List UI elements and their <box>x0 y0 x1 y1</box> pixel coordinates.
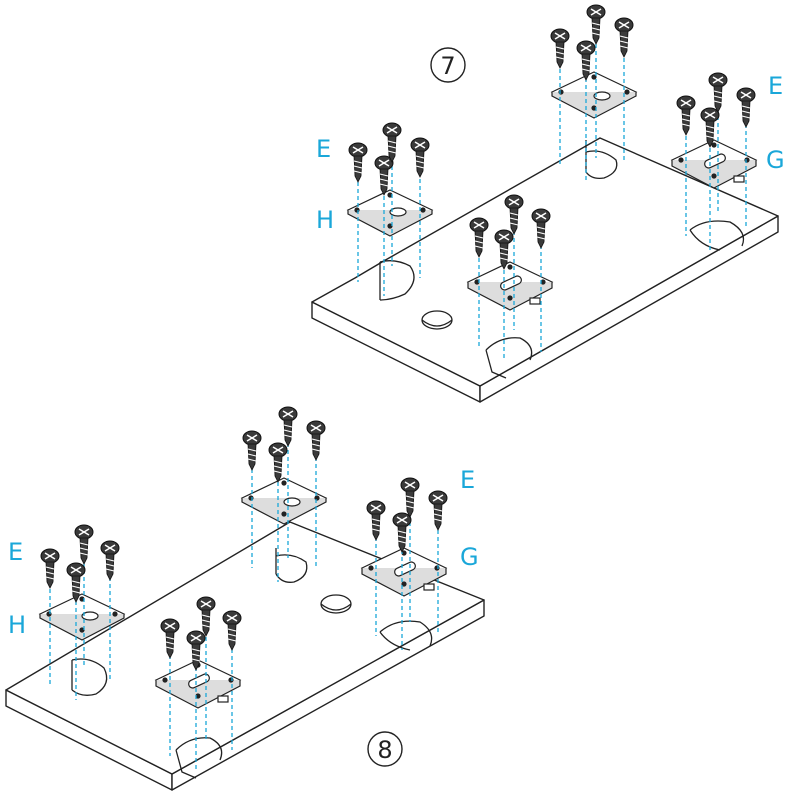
bracket-latch-icon <box>154 659 242 709</box>
bracket-plate-icon <box>346 189 434 237</box>
board-slots <box>71 548 433 779</box>
bracket-latch-icon <box>360 547 448 597</box>
label-g: G <box>460 543 479 571</box>
label-e: E <box>316 135 331 163</box>
step-number: 8 <box>377 736 392 764</box>
board <box>5 521 485 791</box>
bracket-latch-icon <box>466 261 554 311</box>
bracket-plate-icon <box>550 71 638 119</box>
step-number-badge: 7 <box>430 47 466 83</box>
label-h: H <box>316 206 334 234</box>
label-g: G <box>766 146 785 174</box>
step-8: E H E G 8 <box>5 406 485 791</box>
guide-lines <box>49 436 439 772</box>
label-e: E <box>768 72 783 100</box>
bracket-plate-icon <box>38 593 126 641</box>
bracket-plate-icon <box>240 477 328 525</box>
bracket-latch-icon <box>670 139 758 189</box>
step-number-badge: 8 <box>367 731 403 767</box>
step-7: E H E G 7 <box>311 4 785 403</box>
guide-lines <box>357 30 747 360</box>
label-e: E <box>460 466 475 494</box>
label-h: H <box>8 611 26 639</box>
step-number: 7 <box>440 52 455 80</box>
label-e: E <box>8 538 23 566</box>
